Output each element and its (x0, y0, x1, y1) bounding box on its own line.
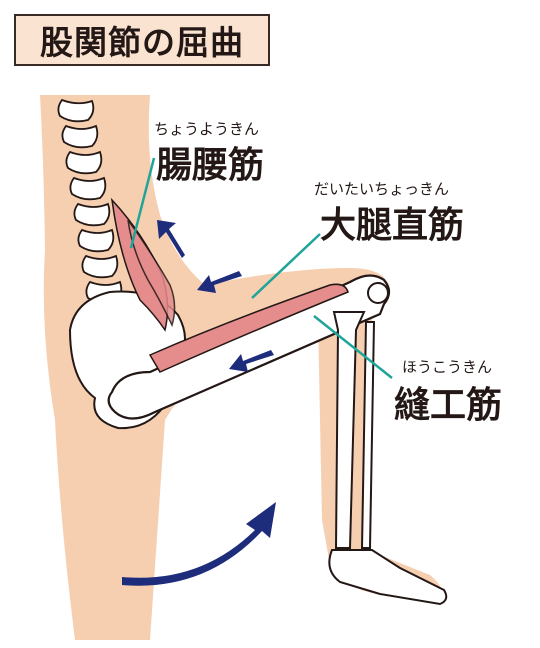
sartorius-label: 縫工筋 (394, 385, 503, 426)
leader-lines (129, 157, 393, 379)
leader-line-sartorius (313, 315, 393, 379)
leader-line-rectus-femoris (251, 233, 321, 299)
rectus-femoris-muscle (148, 283, 349, 373)
curved-arrow-up-icon (122, 502, 276, 586)
spine (57, 98, 123, 305)
sartorius-reading: ほうこうきん (402, 358, 493, 376)
rectus-femoris-reading: だいたいちょっきん (314, 180, 450, 198)
foot-bones (328, 549, 448, 606)
page-title: 股関節の屈曲 (40, 23, 244, 62)
arrow-left-icon-2 (229, 350, 274, 372)
arrow-up-left-icon (157, 220, 185, 258)
direction-arrows (122, 220, 276, 586)
leader-line-iliopsoas (129, 157, 156, 249)
iliopsoas-muscle (110, 197, 176, 332)
kneecap (367, 282, 389, 304)
lower-leg-bones (332, 311, 376, 549)
rectus-femoris-label: 大腿直筋 (320, 205, 465, 246)
iliopsoas-label: 腸腰筋 (156, 145, 265, 186)
iliopsoas-reading: ちょうようきん (154, 120, 260, 138)
arrow-left-icon (197, 271, 242, 293)
title-box: 股関節の屈曲 (14, 14, 270, 66)
